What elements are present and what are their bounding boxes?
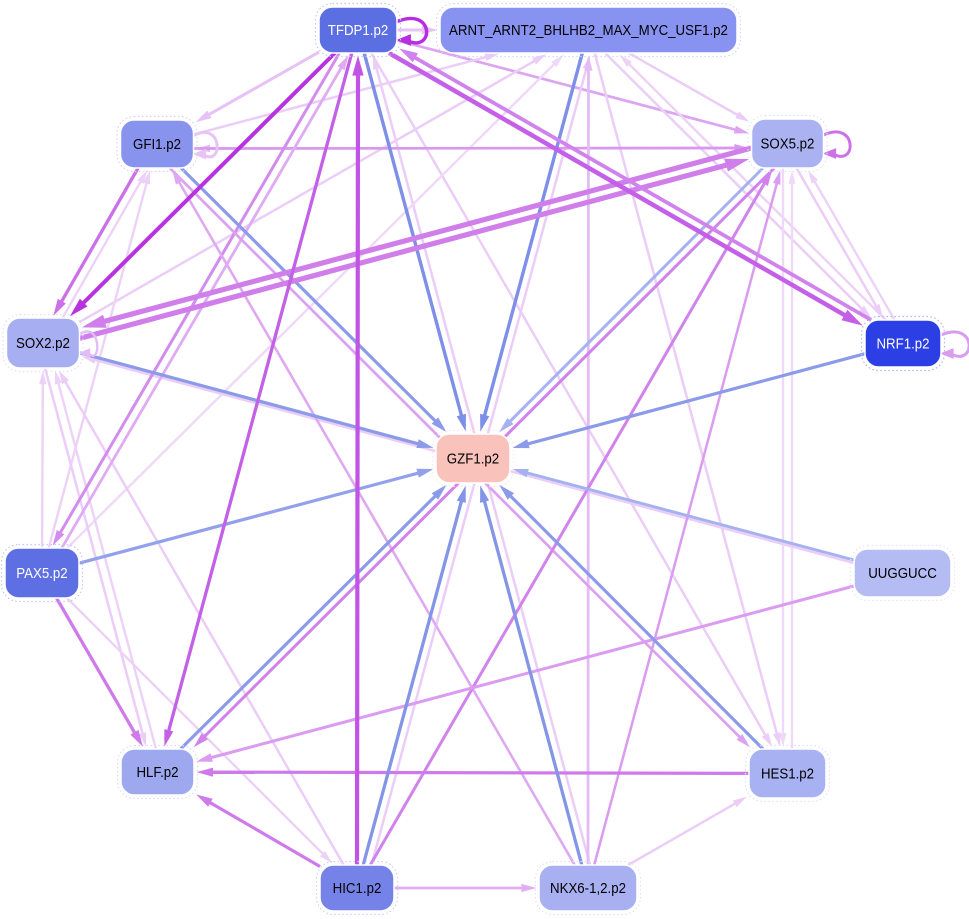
svg-text:TFDP1.p2: TFDP1.p2 (328, 22, 389, 39)
svg-text:ARNT_ARNT2_BHLHB2_MAX_MYC_USF1: ARNT_ARNT2_BHLHB2_MAX_MYC_USF1.p2 (449, 22, 728, 39)
svg-text:PAX5.p2: PAX5.p2 (16, 565, 67, 582)
svg-text:SOX5.p2: SOX5.p2 (761, 136, 815, 153)
svg-text:NRF1.p2: NRF1.p2 (876, 336, 929, 353)
svg-text:SOX2.p2: SOX2.p2 (16, 335, 70, 352)
svg-text:HLF.p2: HLF.p2 (136, 764, 178, 781)
svg-text:UUGGUCC: UUGGUCC (868, 565, 937, 582)
svg-text:NKX6-1,2.p2: NKX6-1,2.p2 (550, 880, 626, 897)
svg-text:GFI1.p2: GFI1.p2 (133, 136, 181, 153)
svg-text:GZF1.p2: GZF1.p2 (447, 451, 499, 468)
svg-text:HES1.p2: HES1.p2 (761, 766, 814, 783)
svg-text:HIC1.p2: HIC1.p2 (333, 880, 382, 897)
